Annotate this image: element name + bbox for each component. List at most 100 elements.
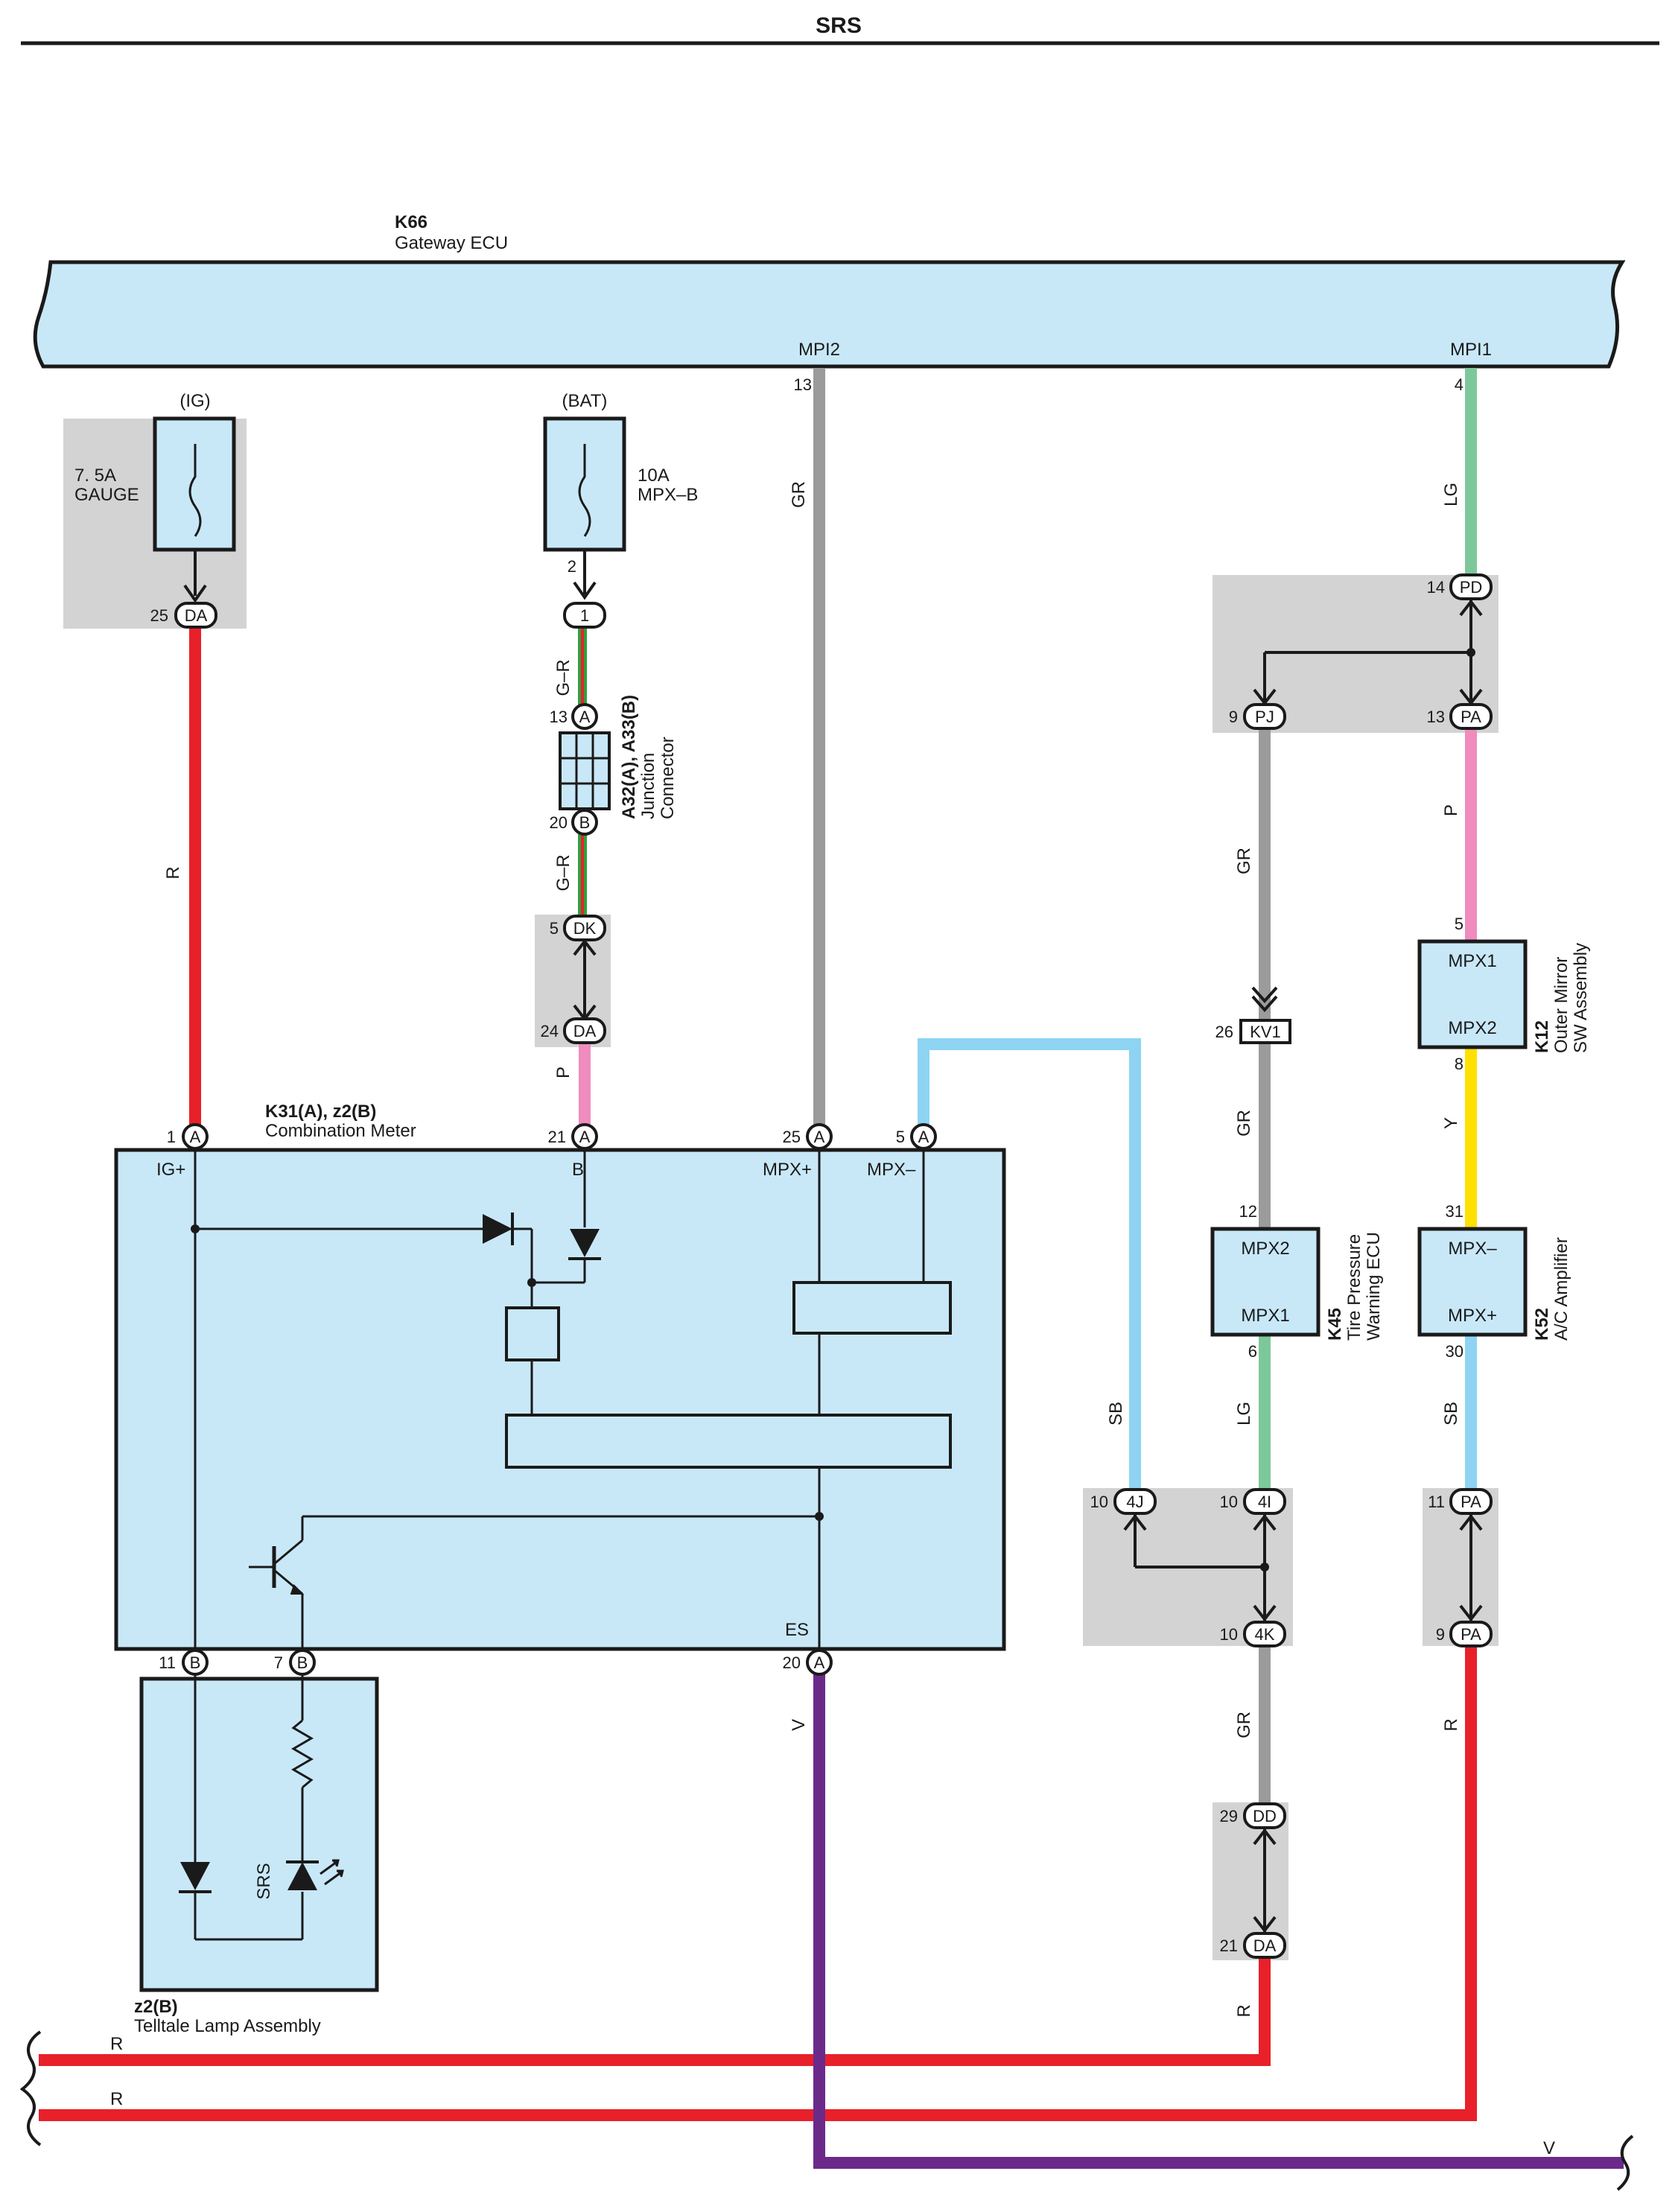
wire-break-right xyxy=(1616,2135,1634,2191)
meter-pin-1-code: A xyxy=(190,1128,201,1146)
pa-mid-bot-code: PA xyxy=(1461,1625,1481,1644)
wire-label-sb-meter: SB xyxy=(1106,1402,1126,1426)
pj-connector-no: 9 xyxy=(1229,708,1238,726)
bat-fuse-name: MPX–B xyxy=(638,485,698,505)
gw-pin-4: 4 xyxy=(1455,375,1464,394)
k12-assembly-block xyxy=(1417,939,1528,1049)
wire-label-r-da: R xyxy=(1234,2004,1254,2017)
wire-label-v-right: V xyxy=(1543,2138,1555,2158)
meter-pin-5-code: A xyxy=(918,1128,929,1146)
ig-connector-da xyxy=(174,602,217,629)
junction-pin-b xyxy=(571,809,598,836)
bat-pin-no: 2 xyxy=(568,557,576,576)
junction-pin-b-code: B xyxy=(579,813,591,832)
bat-source: (BAT) xyxy=(562,391,608,411)
k45-name-1: Tire Pressure xyxy=(1344,1234,1364,1341)
meter-cpu-block xyxy=(505,1414,952,1469)
k12-pin-top-no: 5 xyxy=(1455,915,1464,933)
dd-arrows-icon xyxy=(1253,1828,1277,1933)
meter-junction-dot-2 xyxy=(527,1278,536,1287)
meter-pin-11-code: B xyxy=(190,1653,201,1672)
wire-label-sb-pa: SB xyxy=(1441,1402,1461,1426)
da-connector-code: DA xyxy=(573,1022,597,1040)
junction-connector-block xyxy=(559,731,611,810)
k12-pin-bot-no: 8 xyxy=(1455,1055,1464,1073)
k12-pin-bot: MPX2 xyxy=(1448,1018,1496,1038)
dk-connector-no: 5 xyxy=(550,919,559,938)
k45-pin-bot: MPX1 xyxy=(1241,1306,1289,1326)
4j-junction-dot xyxy=(1260,1563,1269,1571)
pa-arrows-icon xyxy=(1459,1513,1483,1622)
wire-label-r-bus2: R xyxy=(110,2089,123,2109)
wire-label-y: Y xyxy=(1441,1117,1461,1129)
dd-da-connector xyxy=(1243,1932,1286,1959)
wire-break-left xyxy=(19,2030,42,2146)
k52-pin-top-no: 31 xyxy=(1446,1202,1464,1221)
meter-diode-1-icon xyxy=(483,1214,512,1244)
da-connector xyxy=(563,1017,606,1044)
telltale-name: Telltale Lamp Assembly xyxy=(134,2016,321,2036)
wire-label-gr-kv1: GR xyxy=(1234,1110,1254,1137)
pa-mid-top-no: 11 xyxy=(1428,1493,1445,1511)
k52-code: K52 xyxy=(1532,1308,1552,1341)
k52-name-1: A/C Amplifier xyxy=(1551,1237,1571,1341)
k45-pin-top-no: 12 xyxy=(1239,1202,1257,1221)
meter-label-mpxp: MPX+ xyxy=(763,1160,812,1180)
wire-label-r-ig: R xyxy=(163,866,183,879)
wire-label-p-k12: P xyxy=(1441,804,1461,816)
ig-connector-no: 25 xyxy=(150,606,168,625)
4j-connector-no: 10 xyxy=(1090,1493,1108,1511)
srs-led-icon xyxy=(287,1862,317,1890)
srs-lamp-label: SRS xyxy=(254,1863,274,1899)
page-title: SRS xyxy=(816,13,862,38)
telltale-code: z2(B) xyxy=(134,1997,178,2017)
wire-label-g-r-2: G–R xyxy=(553,854,573,891)
pa-connector-top xyxy=(1449,703,1493,730)
k52-pin-top: MPX– xyxy=(1448,1239,1497,1259)
wire-v-es xyxy=(813,1667,1624,2169)
meter-junction-dot-1 xyxy=(191,1224,200,1233)
meter-pin-25 xyxy=(806,1123,833,1150)
wire-sb-meter xyxy=(918,1038,1141,1490)
wire-label-r-pa: R xyxy=(1441,1718,1461,1731)
pa-mid-bot-no: 9 xyxy=(1436,1625,1445,1644)
meter-pin-21-code: A xyxy=(579,1128,591,1146)
meter-label-b: B xyxy=(572,1160,584,1180)
meter-label-es: ES xyxy=(785,1620,809,1640)
ig-connector-code: DA xyxy=(185,606,208,625)
4i-connector-code: 4I xyxy=(1258,1493,1271,1511)
4k-connector-no: 10 xyxy=(1220,1625,1238,1644)
k12-name-2: SW Assembly xyxy=(1571,943,1591,1053)
junction-name-1: Junction xyxy=(638,753,658,819)
pa-mid-top-code: PA xyxy=(1461,1493,1481,1511)
kv1-connector-no: 26 xyxy=(1215,1023,1233,1041)
wire-label-lg-4i: LG xyxy=(1234,1402,1254,1426)
pa-connector-mid-bot xyxy=(1449,1621,1493,1647)
meter-coil-block xyxy=(505,1306,560,1361)
wire-label-r-bus1: R xyxy=(110,2034,123,2054)
junction-code: A32(A), A33(B) xyxy=(619,695,639,819)
wire-r-bus2 xyxy=(39,1646,1477,2121)
meter-pin-25-no: 25 xyxy=(783,1128,801,1146)
meter-pin-1 xyxy=(182,1123,209,1150)
gateway-pin-mpi2: MPI2 xyxy=(798,340,840,360)
pd-junction-dot xyxy=(1466,648,1475,657)
pa-connector-top-code: PA xyxy=(1461,708,1481,726)
gateway-code: K66 xyxy=(395,212,428,232)
bat-fuse-rating: 10A xyxy=(638,465,670,486)
junction-pin-a-no: 13 xyxy=(550,708,568,726)
bat-fuse-block xyxy=(543,416,626,552)
k12-pin-top: MPX1 xyxy=(1448,951,1496,971)
meter-pin-5-no: 5 xyxy=(896,1128,905,1146)
da-connector-no: 24 xyxy=(541,1022,559,1040)
meter-pin-20 xyxy=(806,1649,833,1676)
k12-code: K12 xyxy=(1532,1020,1552,1053)
meter-pin-5 xyxy=(910,1123,937,1150)
junction-grid-icon xyxy=(560,733,609,809)
meter-pin-1-no: 1 xyxy=(167,1128,176,1146)
combination-meter-block xyxy=(114,1148,1006,1651)
meter-label-mpxm: MPX– xyxy=(867,1160,916,1180)
meter-mpx-ic-block xyxy=(792,1281,952,1335)
ig-fuse-rating: 7. 5A xyxy=(74,465,116,486)
k52-pin-bot: MPX+ xyxy=(1448,1306,1497,1326)
